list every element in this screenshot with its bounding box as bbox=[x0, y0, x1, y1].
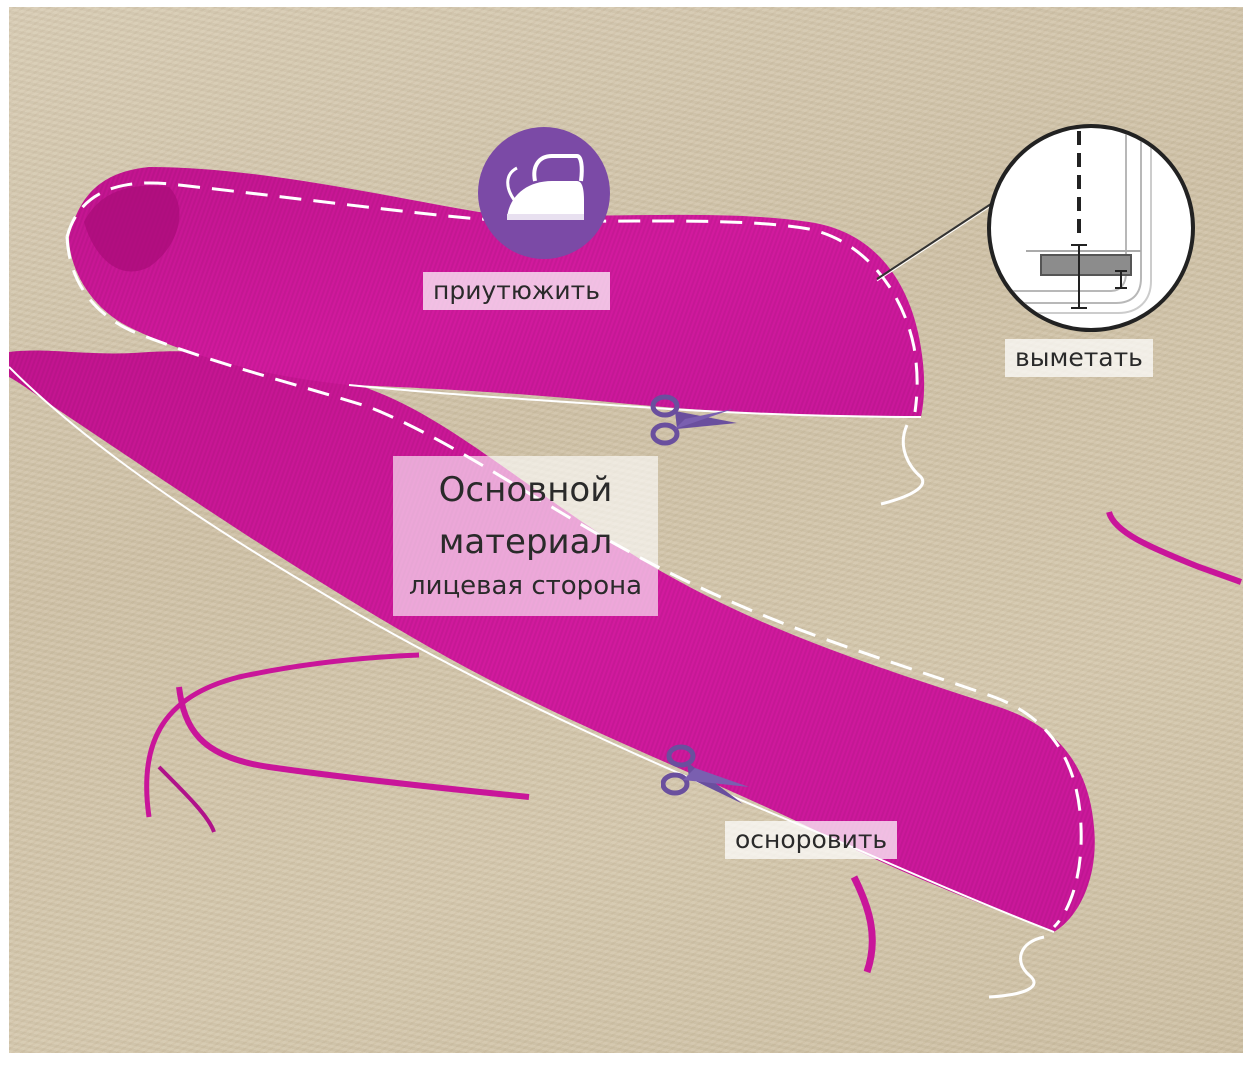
scissors-icon bbox=[647, 389, 739, 449]
overcast-label: осноровить bbox=[725, 821, 897, 859]
fabric-weave bbox=[9, 351, 1095, 932]
main-material-label: Основной материал лицевая сторона bbox=[393, 456, 658, 616]
seam-detail-icon bbox=[986, 123, 1196, 333]
thread-scrap bbox=[1109, 512, 1241, 582]
thread-scrap bbox=[854, 877, 872, 972]
scissors-icon bbox=[661, 742, 753, 822]
thread-scrap bbox=[179, 687, 529, 797]
iron-label: приутюжить bbox=[423, 272, 610, 310]
detail-pointer-line bbox=[877, 202, 994, 279]
main-label-line3: лицевая сторона bbox=[393, 566, 658, 606]
detail-pointer-line bbox=[877, 204, 994, 281]
baste-label: выметать bbox=[1005, 339, 1153, 377]
iron-icon bbox=[477, 126, 612, 261]
thread-tail bbox=[881, 425, 923, 504]
thread-scrap bbox=[159, 767, 214, 832]
cropped-caption bbox=[0, 0, 1247, 7]
thread-scrap bbox=[147, 655, 419, 817]
thread-tail bbox=[989, 937, 1044, 997]
main-label-line1: Основной bbox=[393, 462, 658, 518]
main-label-line2: материал bbox=[393, 518, 658, 566]
